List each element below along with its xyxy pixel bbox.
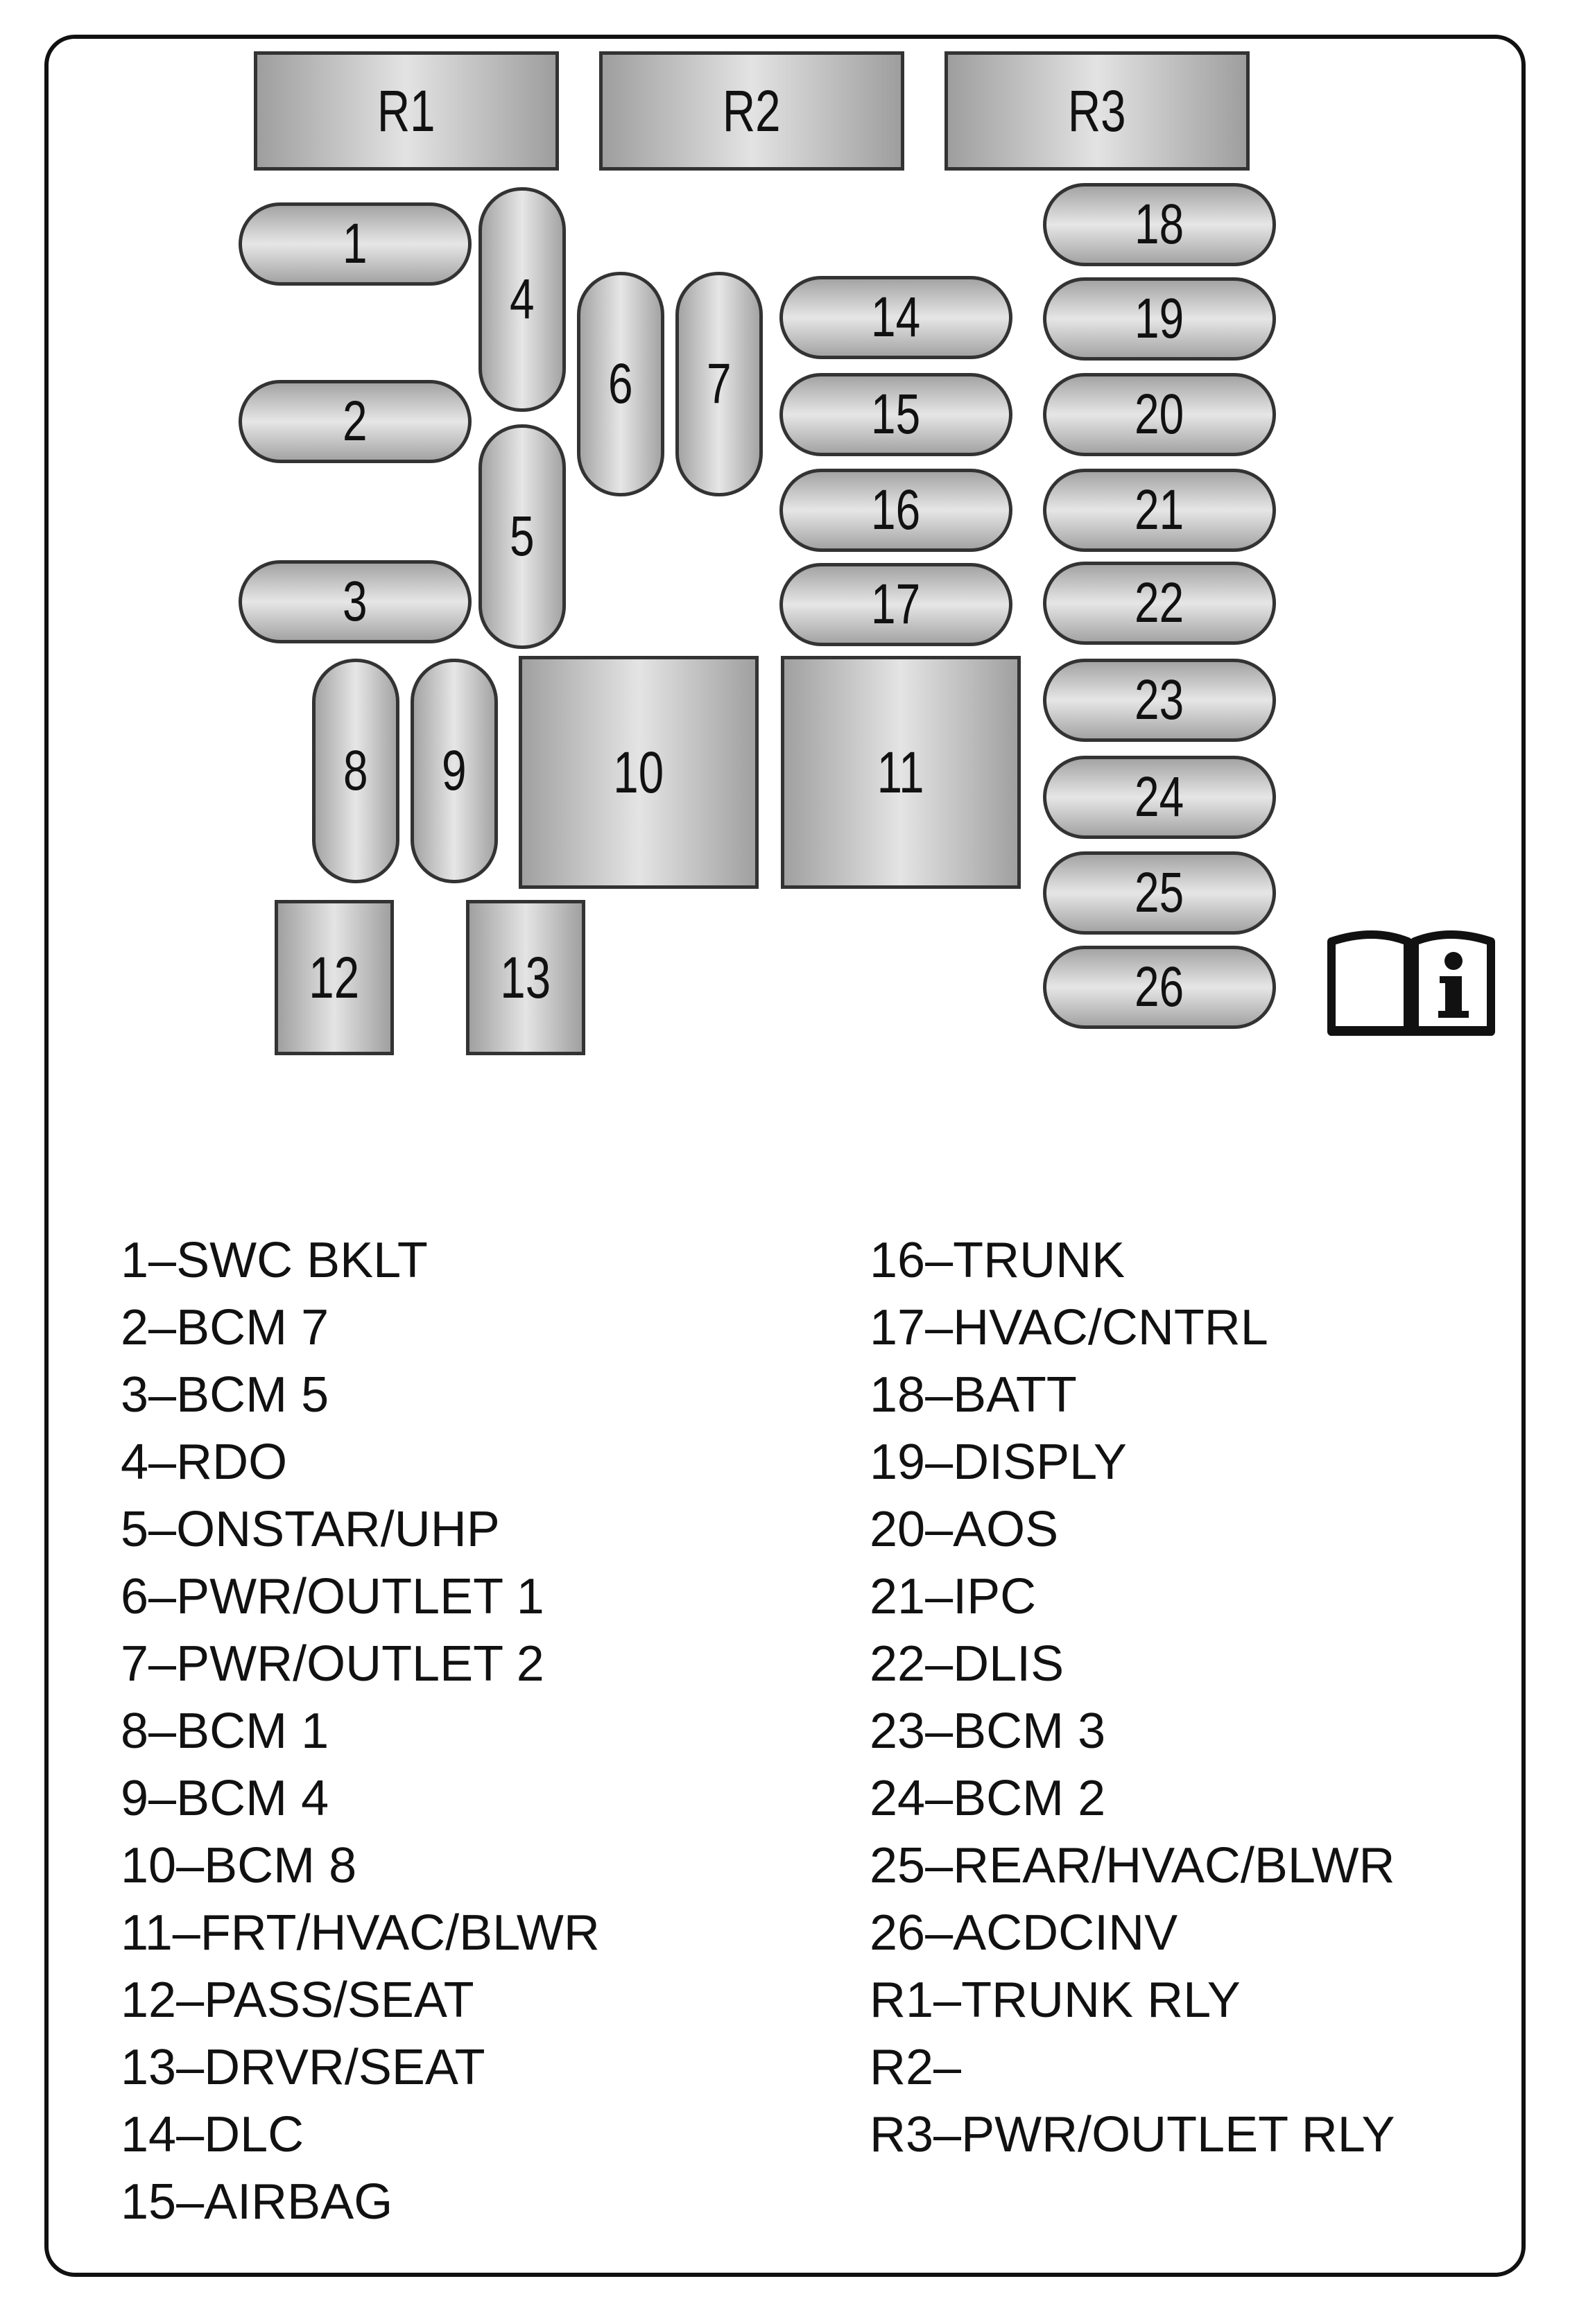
legend-item: 26–ACDCINV — [870, 1905, 1178, 1961]
fuse-22: 22 — [1043, 562, 1276, 645]
fuse-26: 26 — [1043, 946, 1276, 1029]
fuse-13: 13 — [466, 900, 585, 1055]
legend-item: 22–DLIS — [870, 1636, 1064, 1692]
legend-item: 20–AOS — [870, 1502, 1059, 1557]
relay-r3-label: R3 — [1068, 78, 1126, 144]
fuse-3-label: 3 — [343, 570, 368, 633]
fuse-11: 11 — [781, 656, 1021, 889]
fuse-5-label: 5 — [510, 505, 535, 568]
fuse-20: 20 — [1043, 373, 1276, 456]
fuse-20-label: 20 — [1135, 383, 1184, 446]
legend-item: 5–ONSTAR/UHP — [121, 1502, 500, 1557]
legend-item: 3–BCM 5 — [121, 1367, 329, 1423]
fuse-18: 18 — [1043, 183, 1276, 266]
legend-item: 17–HVAC/CNTRL — [870, 1300, 1268, 1355]
fuse-16-label: 16 — [871, 478, 921, 541]
legend-item: 25–REAR/HVAC/BLWR — [870, 1838, 1395, 1893]
fuse-12: 12 — [275, 900, 394, 1055]
legend-item: 7–PWR/OUTLET 2 — [121, 1636, 544, 1692]
fuse-9-label: 9 — [442, 739, 467, 802]
legend-item: 24–BCM 2 — [870, 1771, 1106, 1826]
legend-item: 10–BCM 8 — [121, 1838, 357, 1893]
fuse-1: 1 — [239, 202, 472, 286]
relay-r1-label: R1 — [377, 78, 435, 144]
legend-item: 1–SWC BKLT — [121, 1233, 428, 1288]
legend-item: 16–TRUNK — [870, 1233, 1125, 1288]
legend-item: 13–DRVR/SEAT — [121, 2040, 485, 2095]
legend-item: 18–BATT — [870, 1367, 1077, 1423]
fuse-23-label: 23 — [1135, 668, 1184, 731]
fuse-4-label: 4 — [510, 268, 535, 331]
fuse-22-label: 22 — [1135, 571, 1184, 634]
fuse-19-label: 19 — [1135, 287, 1184, 350]
legend-item: R3–PWR/OUTLET RLY — [870, 2107, 1395, 2162]
fuse-21-label: 21 — [1135, 478, 1184, 541]
fuse-19: 19 — [1043, 277, 1276, 361]
fuse-15: 15 — [779, 373, 1012, 456]
fuse-6: 6 — [577, 272, 664, 496]
fuse-26-label: 26 — [1135, 955, 1184, 1018]
info-book-icon — [1327, 930, 1495, 1036]
relay-r2: R2 — [599, 51, 904, 171]
fuse-23: 23 — [1043, 659, 1276, 742]
legend-item: 21–IPC — [870, 1569, 1037, 1624]
relay-r3: R3 — [944, 51, 1250, 171]
legend-item: 12–PASS/SEAT — [121, 1972, 474, 2028]
fuse-1-label: 1 — [343, 212, 368, 275]
fuse-7: 7 — [675, 272, 763, 496]
fuse-11-label: 11 — [877, 739, 925, 805]
fuse-8-label: 8 — [343, 739, 368, 802]
fuse-9: 9 — [411, 659, 498, 883]
fuse-14: 14 — [779, 276, 1012, 359]
fuse-2-label: 2 — [343, 390, 368, 453]
fuse-16: 16 — [779, 469, 1012, 552]
legend-item: 9–BCM 4 — [121, 1771, 329, 1826]
fuse-2: 2 — [239, 380, 472, 463]
fuse-25-label: 25 — [1135, 861, 1184, 924]
fuse-24: 24 — [1043, 756, 1276, 839]
legend-item: 15–AIRBAG — [121, 2174, 393, 2230]
relay-r2-label: R2 — [723, 78, 781, 144]
fuse-4: 4 — [478, 187, 566, 412]
legend-item: 6–PWR/OUTLET 1 — [121, 1569, 544, 1624]
fuse-15-label: 15 — [871, 383, 921, 446]
fuse-6-label: 6 — [608, 352, 633, 415]
legend-item: 8–BCM 1 — [121, 1703, 329, 1759]
legend-item: 2–BCM 7 — [121, 1300, 329, 1355]
legend-item: 14–DLC — [121, 2107, 304, 2162]
fuse-18-label: 18 — [1135, 193, 1184, 256]
fuse-24-label: 24 — [1135, 765, 1184, 829]
legend-item: R1–TRUNK RLY — [870, 1972, 1241, 2028]
legend-item: 4–RDO — [121, 1434, 288, 1490]
legend-item: 11–FRT/HVAC/BLWR — [121, 1905, 600, 1961]
fuse-5: 5 — [478, 424, 566, 649]
fuse-21: 21 — [1043, 469, 1276, 552]
legend-left-column: 1–SWC BKLT 2–BCM 7 3–BCM 5 4–RDO 5–ONSTA… — [121, 1227, 600, 2236]
fuse-12-label: 12 — [309, 944, 360, 1010]
fuse-10-label: 10 — [613, 739, 664, 805]
fuse-13-label: 13 — [500, 944, 551, 1010]
legend-item: 19–DISPLY — [870, 1434, 1127, 1490]
fuse-25: 25 — [1043, 851, 1276, 935]
fuse-10: 10 — [519, 656, 759, 889]
legend-right-column: 16–TRUNK 17–HVAC/CNTRL 18–BATT 19–DISPLY… — [870, 1227, 1395, 2169]
fuse-7-label: 7 — [707, 352, 732, 415]
relay-r1: R1 — [254, 51, 559, 171]
legend-item: R2– — [870, 2040, 962, 2095]
fuse-3: 3 — [239, 560, 472, 643]
fuse-17: 17 — [779, 563, 1012, 646]
legend-item: 23–BCM 3 — [870, 1703, 1106, 1759]
fuse-14-label: 14 — [871, 286, 921, 349]
fuse-17-label: 17 — [871, 573, 921, 636]
fuse-8: 8 — [312, 659, 399, 883]
